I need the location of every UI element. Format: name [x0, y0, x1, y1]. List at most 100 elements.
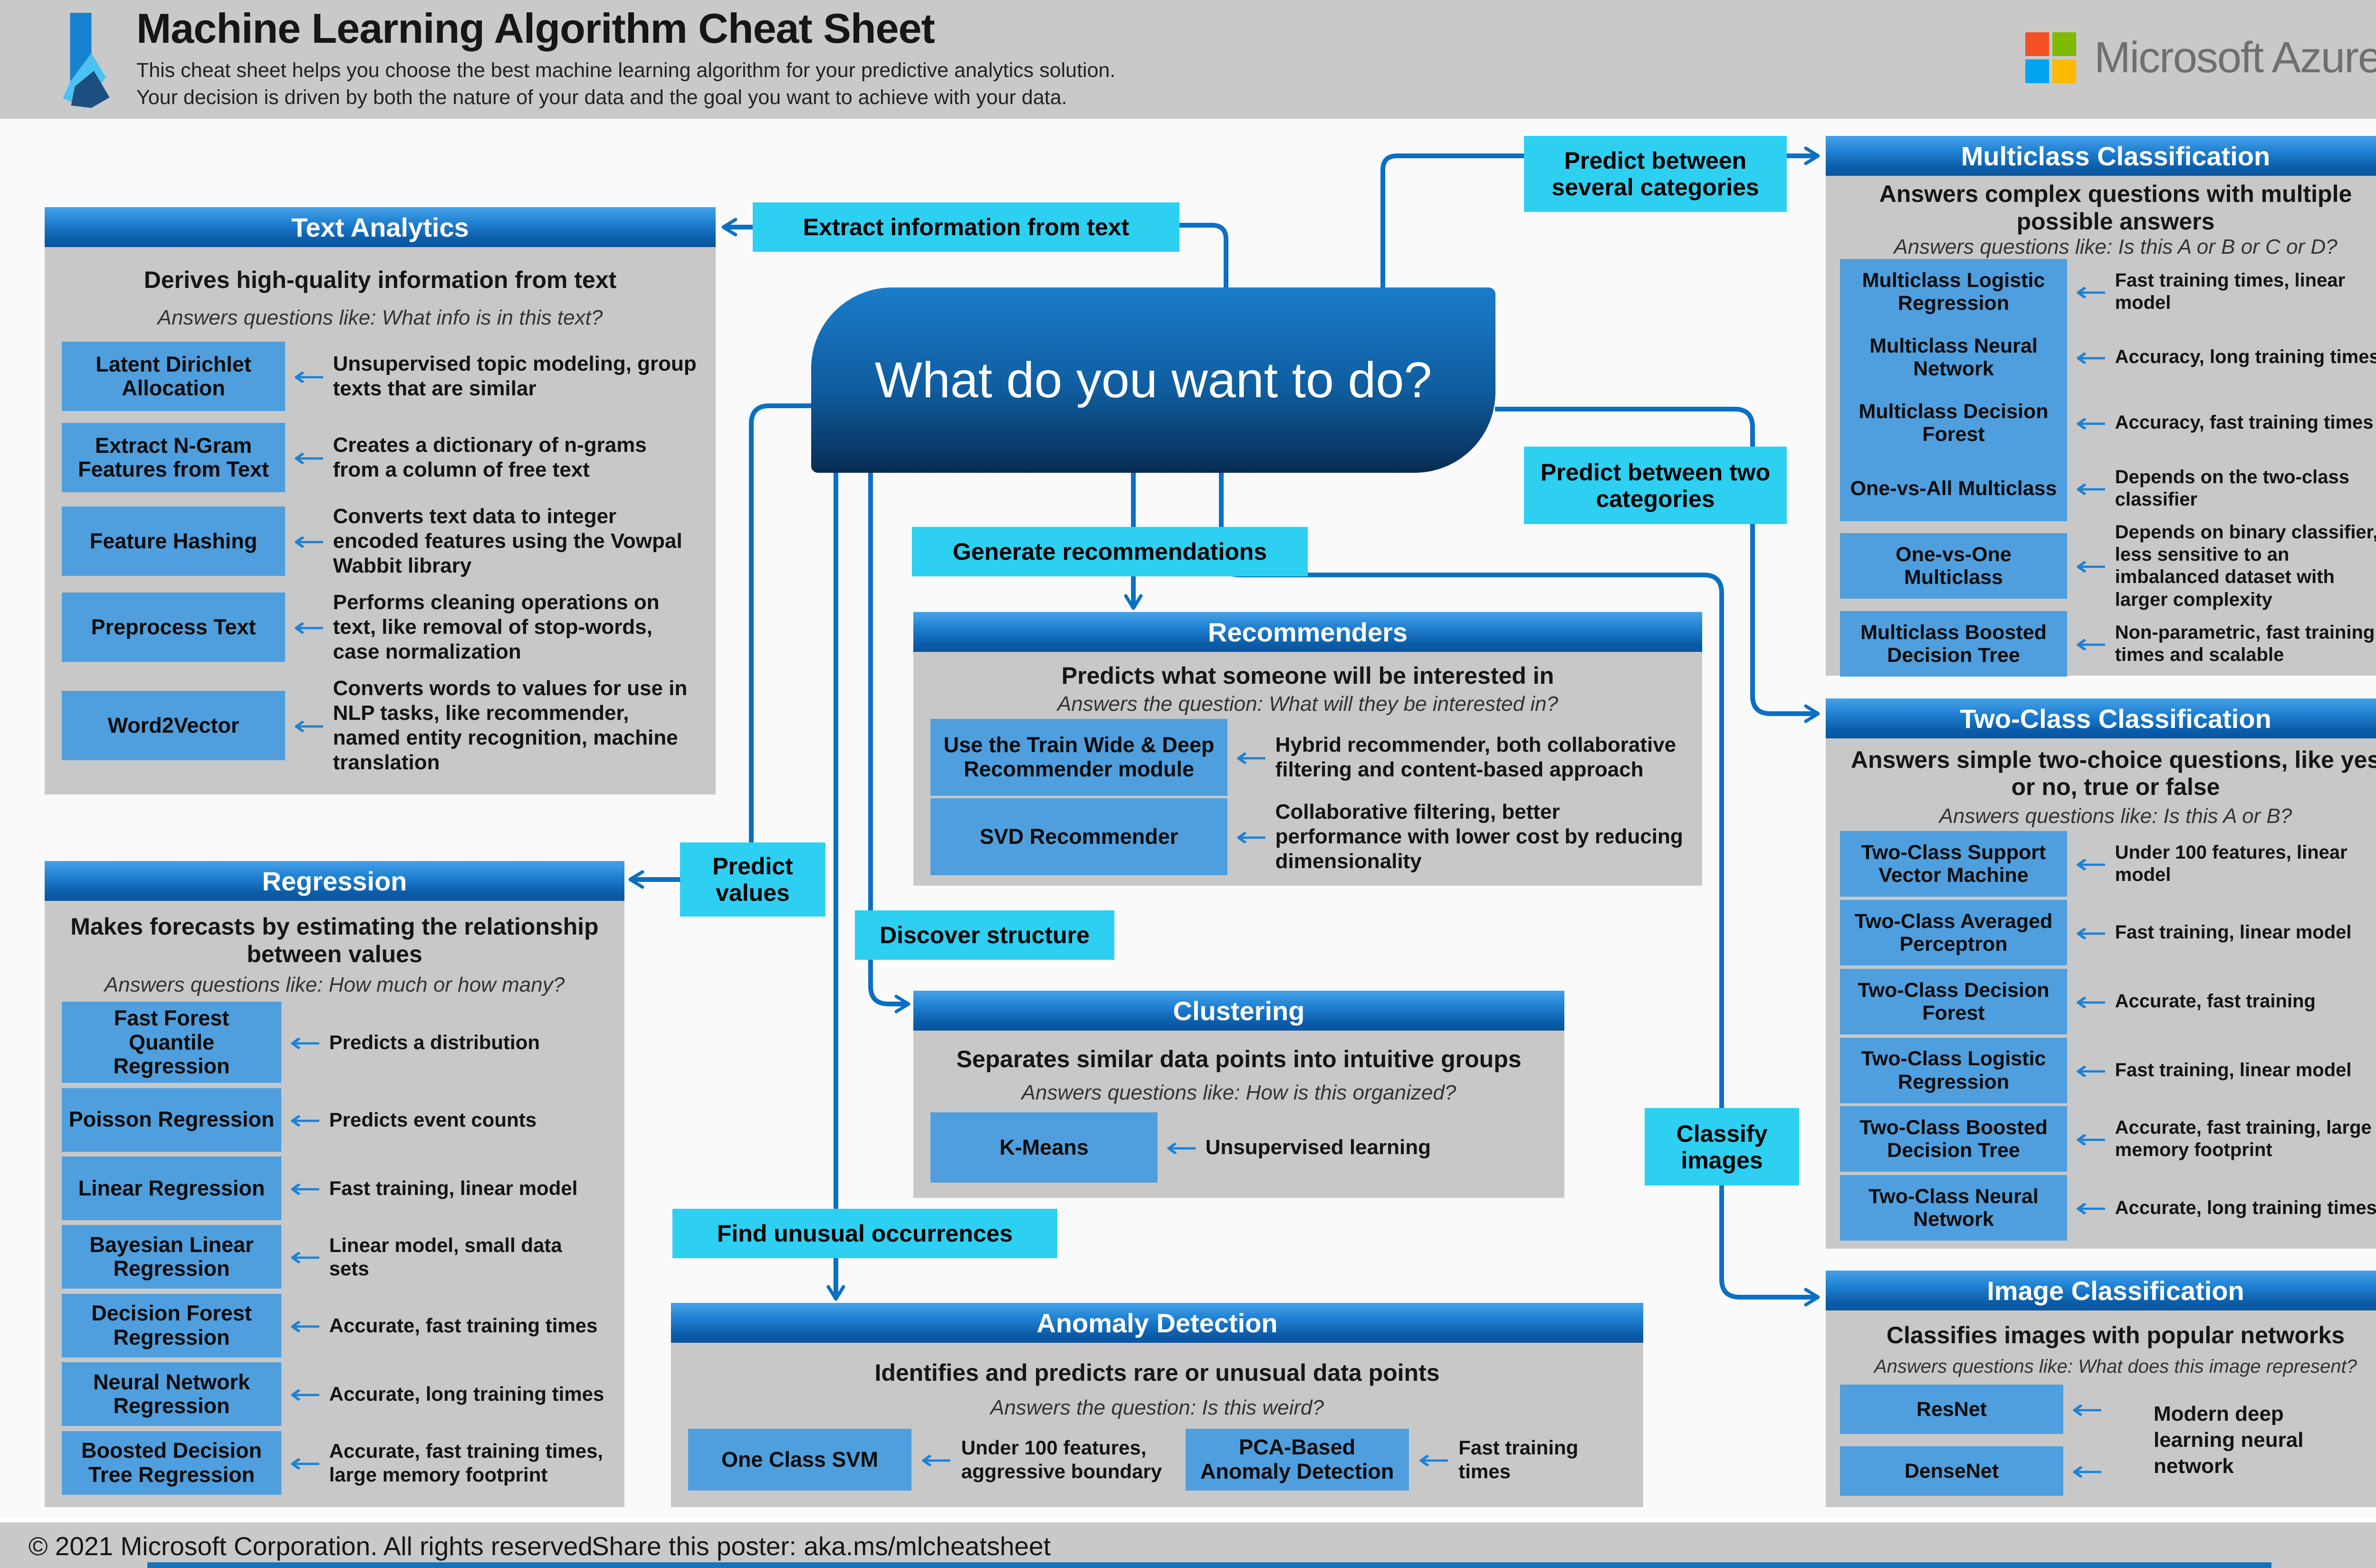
left-arrow-icon: ← — [289, 1446, 322, 1479]
algorithm-box[interactable]: Poisson Regression — [62, 1088, 281, 1152]
algorithm-box[interactable]: Latent Dirichlet Allocation — [62, 342, 285, 411]
section-text-analytics: Text Analytics Derives high-quality info… — [45, 207, 716, 794]
algorithm-box[interactable]: ResNet — [1840, 1384, 2063, 1434]
section-body: Answers simple two-choice questions, lik… — [1826, 738, 2376, 1249]
algorithm-box[interactable]: Neural Network Regression — [62, 1362, 281, 1426]
left-arrow-icon: ← — [2075, 985, 2108, 1018]
algorithm-row: Multiclass Boosted Decision Tree←Non-par… — [1840, 611, 2376, 677]
microsoft-azure-logo: Microsoft Azure — [2025, 32, 2376, 83]
left-arrow-icon: ← — [2075, 1192, 2108, 1224]
algorithm-row: Boosted Decision Tree Regression←Accurat… — [62, 1431, 607, 1495]
algorithm-box[interactable]: SVD Recommender — [930, 798, 1227, 876]
algorithm-description: Fast training, linear model — [2115, 922, 2352, 943]
algorithm-description: Collaborative filtering, better performa… — [1275, 800, 1683, 873]
algorithm-row: Neural Network Regression←Accurate, long… — [62, 1362, 607, 1426]
algorithm-box[interactable]: Use the Train Wide & Deep Recommender mo… — [930, 718, 1227, 796]
algorithm-description: Accurate, fast training — [2115, 991, 2316, 1012]
algorithm-box[interactable]: PCA-Based Anomaly Detection — [1185, 1428, 1409, 1491]
algorithm-box[interactable]: Fast Forest Quantile Regression — [62, 1002, 281, 1083]
algorithm-row: One-vs-One Multiclass←Depends on binary … — [1840, 521, 2376, 611]
algorithm-row: Word2Vector←Converts words to values for… — [62, 676, 699, 775]
algorithm-box[interactable]: Two-Class Neural Network — [1840, 1175, 2067, 1241]
left-arrow-icon: ← — [2075, 472, 2108, 505]
algorithm-box[interactable]: Linear Regression — [62, 1157, 281, 1221]
algorithm-box[interactable]: Multiclass Neural Network — [1840, 325, 2067, 390]
algorithm-box[interactable]: Bayesian Linear Regression — [62, 1225, 281, 1289]
section-regression: Regression Makes forecasts by estimating… — [45, 861, 624, 1507]
section-question: Answers questions like: Is this A or B? — [1939, 804, 2292, 828]
algorithm-description: Unsupervised topic modeling, group texts… — [333, 352, 697, 401]
ms-square-red — [2025, 32, 2049, 56]
algorithm-box[interactable]: Extract N-Gram Features from Text — [62, 423, 285, 493]
algorithm-box[interactable]: One Class SVM — [688, 1428, 911, 1491]
algorithm-row: Multiclass Neural Network←Accuracy, long… — [1840, 325, 2376, 390]
algorithm-description: Under 100 features, linear model — [2115, 842, 2347, 886]
algorithm-box[interactable]: K-Means — [930, 1112, 1158, 1183]
algorithm-row: Bayesian Linear Regression←Linear model,… — [62, 1225, 607, 1289]
central-question-text: What do you want to do? — [874, 352, 1432, 408]
section-recommenders: Recommenders Predicts what someone will … — [913, 612, 1702, 886]
share-link-text[interactable]: Share this poster: aka.ms/mlcheatsheet — [592, 1531, 1051, 1561]
left-arrow-icon: ← — [2075, 917, 2108, 949]
section-question: Answers the question: What will they be … — [1057, 692, 1559, 716]
top-banner: Machine Learning Algorithm Cheat Sheet T… — [0, 0, 2376, 119]
algorithm-description: Performs cleaning operations on text, li… — [333, 591, 660, 664]
algorithm-row: Two-Class Averaged Perceptron← Fast train… — [1840, 900, 2376, 966]
algorithm-description: Creates a dictionary of n-grams from a c… — [333, 433, 647, 482]
algorithm-box[interactable]: One-vs-One Multiclass — [1840, 533, 2067, 599]
algorithm-description: Fast training, linear model — [2115, 1060, 2352, 1080]
footer: © 2021 Microsoft Corporation. All rights… — [0, 1522, 2376, 1568]
algorithm-box[interactable]: Two-Class Logistic Regression — [1840, 1037, 2067, 1103]
algorithm-description: Converts text data to integer encoded fe… — [333, 505, 682, 578]
algorithm-row: K-Means←Unsupervised learning — [930, 1112, 1547, 1183]
section-anomaly-detection: Anomaly Detection Identifies and predict… — [671, 1303, 1643, 1507]
decision-predict-values: Predict values — [680, 842, 825, 917]
algorithm-description: Accurate, long training times — [2115, 1197, 2376, 1218]
left-arrow-icon: ← — [289, 1241, 322, 1273]
page-subtitle-line2: Your decision is driven by both the natu… — [136, 86, 1067, 109]
left-arrow-icon: ← — [2075, 341, 2108, 373]
azure-logo-icon — [63, 13, 110, 108]
algorithm-box[interactable]: Multiclass Logistic Regression — [1840, 259, 2067, 325]
algorithm-box[interactable]: DenseNet — [1840, 1446, 2063, 1496]
section-title: Regression — [262, 866, 407, 896]
algorithm-box[interactable]: Preprocess Text — [62, 593, 285, 662]
algorithm-box[interactable]: Two-Class Averaged Perceptron — [1840, 900, 2067, 966]
algorithm-box[interactable]: Feature Hashing — [62, 507, 285, 576]
algorithm-description: Modern deep learning neural network — [2154, 1402, 2304, 1478]
algorithm-row: Extract N-Gram Features from Text←Create… — [62, 423, 699, 493]
section-title: Image Classification — [1987, 1275, 2244, 1306]
left-arrow-icon: ← — [2075, 1054, 2108, 1087]
algorithm-row: One-vs-All Multiclass←Depends on the two… — [1840, 456, 2376, 521]
copyright-text: © 2021 Microsoft Corporation. All rights… — [29, 1531, 600, 1561]
algorithm-box[interactable]: Multiclass Boosted Decision Tree — [1840, 611, 2067, 677]
algorithm-box[interactable]: Multiclass Decision Forest — [1840, 390, 2067, 456]
algorithm-box[interactable]: Two-Class Boosted Decision Tree — [1840, 1106, 2067, 1172]
page-title: Machine Learning Algorithm Cheat Sheet — [136, 5, 935, 52]
algorithm-box[interactable]: One-vs-All Multiclass — [1840, 456, 2067, 521]
algorithm-box[interactable]: Two-Class Support Vector Machine — [1840, 831, 2067, 897]
algorithm-description: Depends on binary classifier, less sensi… — [2115, 522, 2376, 610]
algorithm-row: Feature Hashing←Converts text data to in… — [62, 504, 699, 578]
section-clustering: Clustering Separates similar data points… — [913, 991, 1564, 1198]
algorithm-row: One Class SVM ← Under 100 features, aggr… — [688, 1428, 1626, 1491]
section-header: Text Analytics — [45, 207, 716, 247]
algorithm-row: Fast Forest Quantile Regression←Predicts… — [62, 1002, 607, 1083]
algorithm-box[interactable]: Two-Class Decision Forest — [1840, 968, 2067, 1034]
algorithm-row: Two-Class Support Vector Machine←Under 1… — [1840, 831, 2376, 897]
section-header: Regression — [45, 861, 624, 901]
section-header: Two-Class Classification — [1826, 698, 2376, 738]
left-arrow-icon: ← — [2071, 1454, 2104, 1487]
algorithm-box[interactable]: Word2Vector — [62, 690, 285, 760]
algorithm-box[interactable]: Decision Forest Regression — [62, 1293, 281, 1358]
algorithm-box[interactable]: Boosted Decision Tree Regression — [62, 1431, 281, 1495]
section-title: Clustering — [1173, 995, 1305, 1026]
algorithm-row: Two-Class Decision Forest← Accurate, fast… — [1840, 968, 2376, 1034]
section-description: Makes forecasts by estimating the relati… — [70, 913, 599, 967]
section-question: Answers questions like: Is this A or B o… — [1894, 235, 2338, 258]
left-arrow-icon: ← — [1417, 1443, 1450, 1476]
algorithm-description: Depends on the two-class classifier — [2115, 466, 2350, 510]
left-arrow-icon: ← — [2075, 1123, 2108, 1156]
algorithm-row: Two-Class Neural Network← Accurate, long … — [1840, 1175, 2376, 1241]
